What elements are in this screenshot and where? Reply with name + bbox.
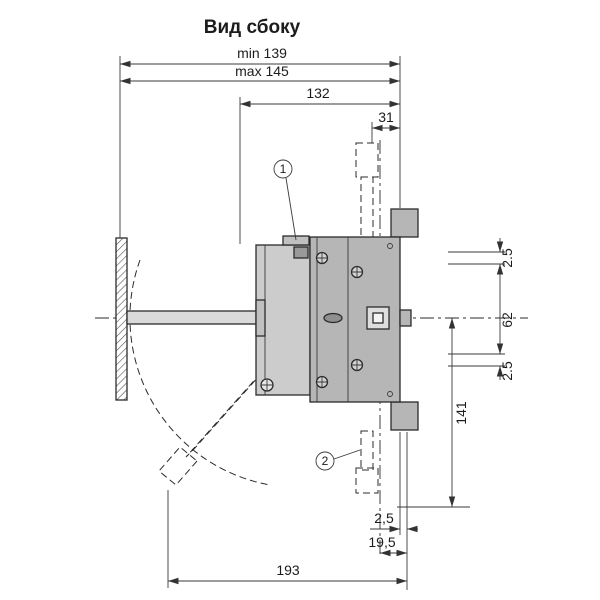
bracket-latch [293, 246, 309, 259]
body-mid-tab [399, 309, 412, 327]
bottom-extension-lines [167, 432, 470, 590]
body-seams [316, 237, 349, 402]
dim-label-19-5: 19,5 [368, 534, 395, 550]
top-dimensions: min 139 max 145 132 31 [119, 45, 401, 244]
right-dimensions: 2.5 62 2.5 141 [448, 238, 515, 507]
handle-down-arm-outline [360, 430, 374, 471]
callout-2: 2 [315, 449, 361, 471]
callout-1: 1 [273, 159, 297, 241]
handle-up-grip-outline [355, 142, 379, 178]
dim-label-min139: min 139 [237, 45, 287, 61]
handle-down-grip-outline [355, 467, 379, 494]
screw-crosses [316, 252, 363, 388]
mounting-panel [115, 237, 128, 401]
callout-1-circle [273, 159, 293, 179]
pin-bottom [387, 391, 393, 397]
body-bottom-tab [390, 401, 419, 431]
handle-side-grip-outline [158, 446, 198, 486]
right-extension-lines [448, 251, 505, 367]
page-title: Вид сбоку [204, 17, 301, 38]
dim-label-193: 193 [276, 562, 300, 578]
pin-top [387, 243, 393, 249]
dim-label-31: 31 [378, 109, 394, 125]
dim-label-62: 62 [499, 312, 515, 328]
handle-rotation-arc [129, 259, 271, 486]
callout-1-number: 1 [280, 162, 287, 176]
callout-2-leader [333, 449, 361, 460]
bottom-dimensions: 2,5 19,5 193 [167, 432, 470, 590]
dim-label-2-5-bottom: 2,5 [374, 510, 394, 526]
front-bracket [255, 235, 311, 396]
bracket-screw-cross [261, 379, 273, 391]
bracket-top-lug [282, 235, 310, 246]
handle-up-arm-outline [360, 176, 374, 239]
bracket-boss [255, 299, 266, 337]
callout-2-circle [315, 451, 335, 471]
panel-hatch [115, 237, 128, 401]
top-extension-lines [119, 56, 401, 244]
callout-2-number: 2 [322, 454, 329, 468]
dim-label-141: 141 [453, 401, 469, 425]
dim-label-2-5-right-bottom: 2.5 [499, 361, 515, 381]
drive-square-inner [372, 312, 384, 324]
callout-1-leader [285, 177, 297, 241]
dim-label-132: 132 [306, 85, 330, 101]
device-body [309, 208, 419, 431]
body-top-tab [390, 208, 419, 238]
dim-label-2-5-top: 2.5 [499, 248, 515, 268]
slot-oval [323, 312, 343, 324]
dim-label-max145: max 145 [235, 63, 289, 79]
